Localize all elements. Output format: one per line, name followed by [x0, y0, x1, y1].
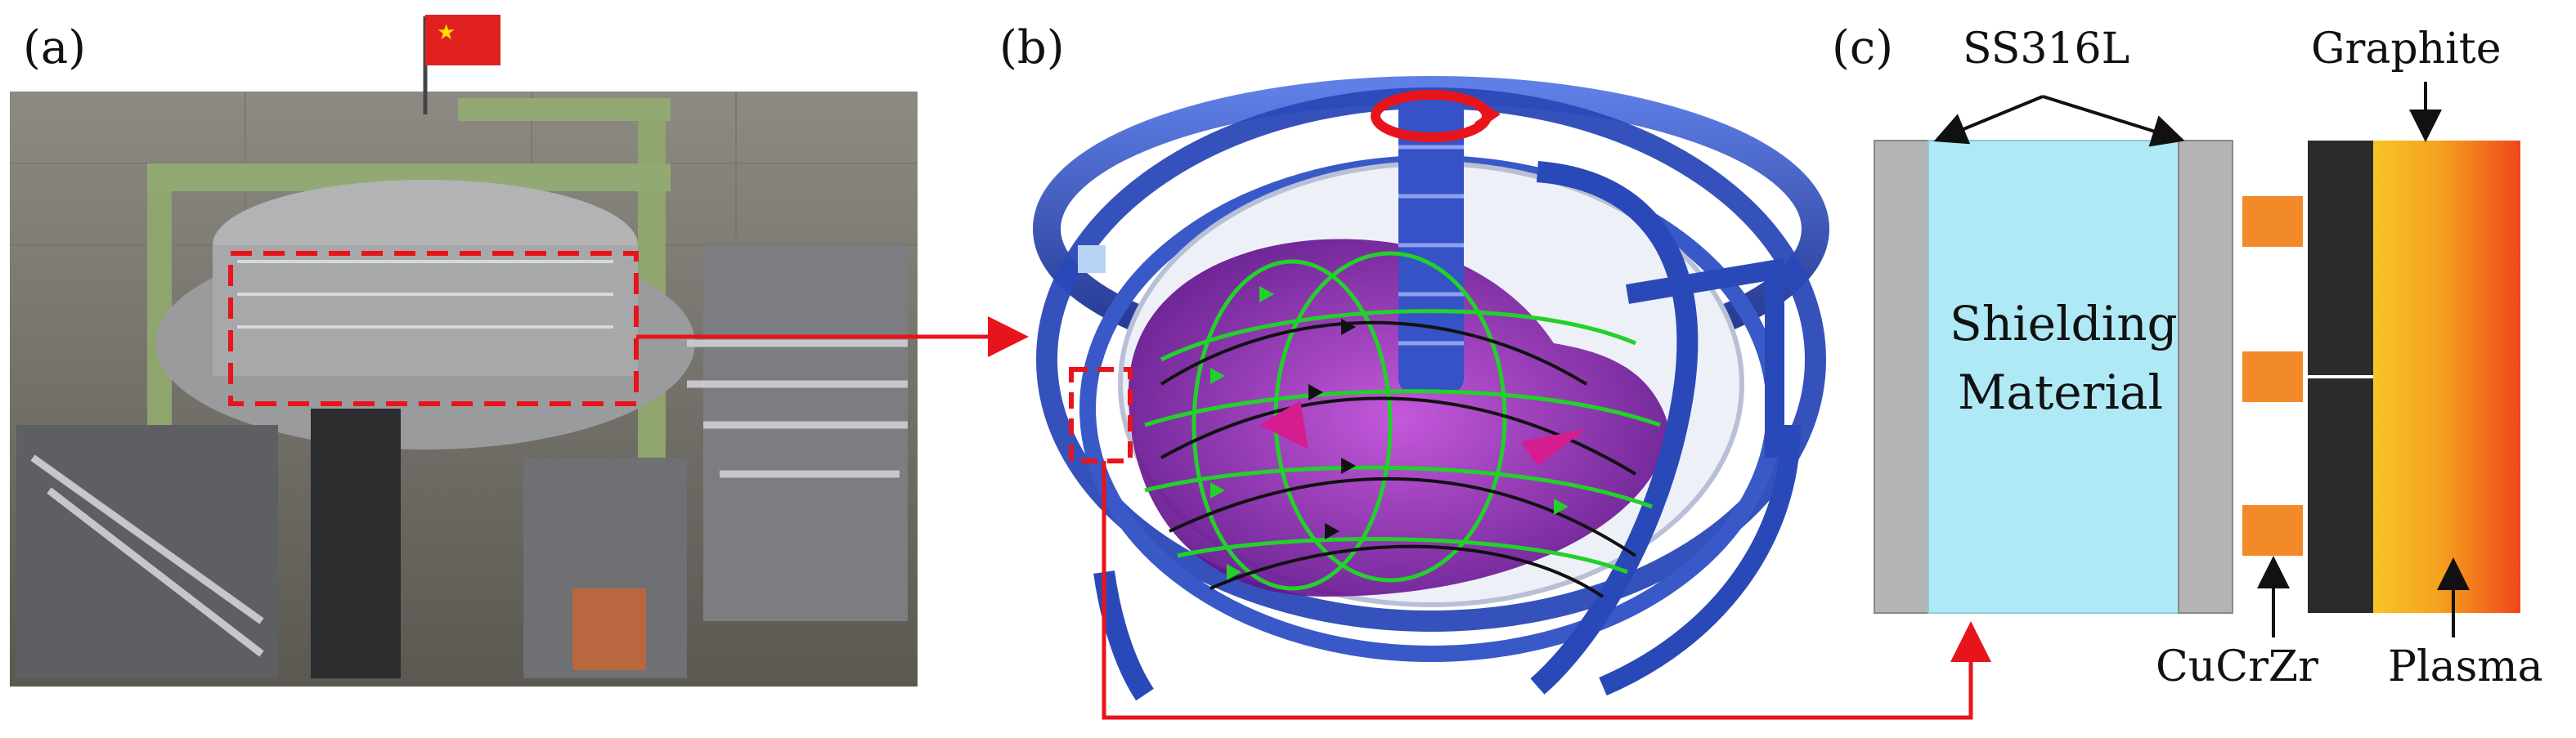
connector-arrow-b-c — [1102, 461, 1991, 720]
cucrzr-block-bottom — [2242, 505, 2303, 556]
flag-icon: ★ — [423, 15, 500, 114]
label-graphite: Graphite — [2311, 25, 2502, 74]
label-cucrzr: CuCrZr — [2156, 642, 2318, 691]
highlight-box-a — [228, 251, 639, 406]
panel-label-b: (b) — [999, 21, 1065, 74]
layer-diagram — [1874, 82, 2520, 637]
panel-label-c: (c) — [1832, 21, 1894, 74]
plasma-facing-layer — [2373, 141, 2520, 613]
panel-label-a: (a) — [23, 21, 87, 74]
cucrzr-block-top — [2242, 196, 2303, 247]
ss316l-right-layer — [2178, 140, 2233, 614]
label-plasma: Plasma — [2388, 642, 2543, 691]
tokamak-schematic — [1033, 76, 1829, 701]
svg-text:★: ★ — [437, 20, 456, 45]
ss316l-left-layer — [1874, 140, 1929, 614]
shielding-layer — [1928, 140, 2179, 614]
label-shielding-line1: Shielding — [1950, 296, 2178, 351]
highlight-box-b — [1069, 367, 1133, 463]
label-ss316l: SS316L — [1963, 25, 2130, 74]
device-photo: ★ — [10, 15, 918, 687]
label-shielding-line2: Material — [1958, 365, 2164, 420]
cucrzr-block-middle — [2242, 351, 2303, 402]
